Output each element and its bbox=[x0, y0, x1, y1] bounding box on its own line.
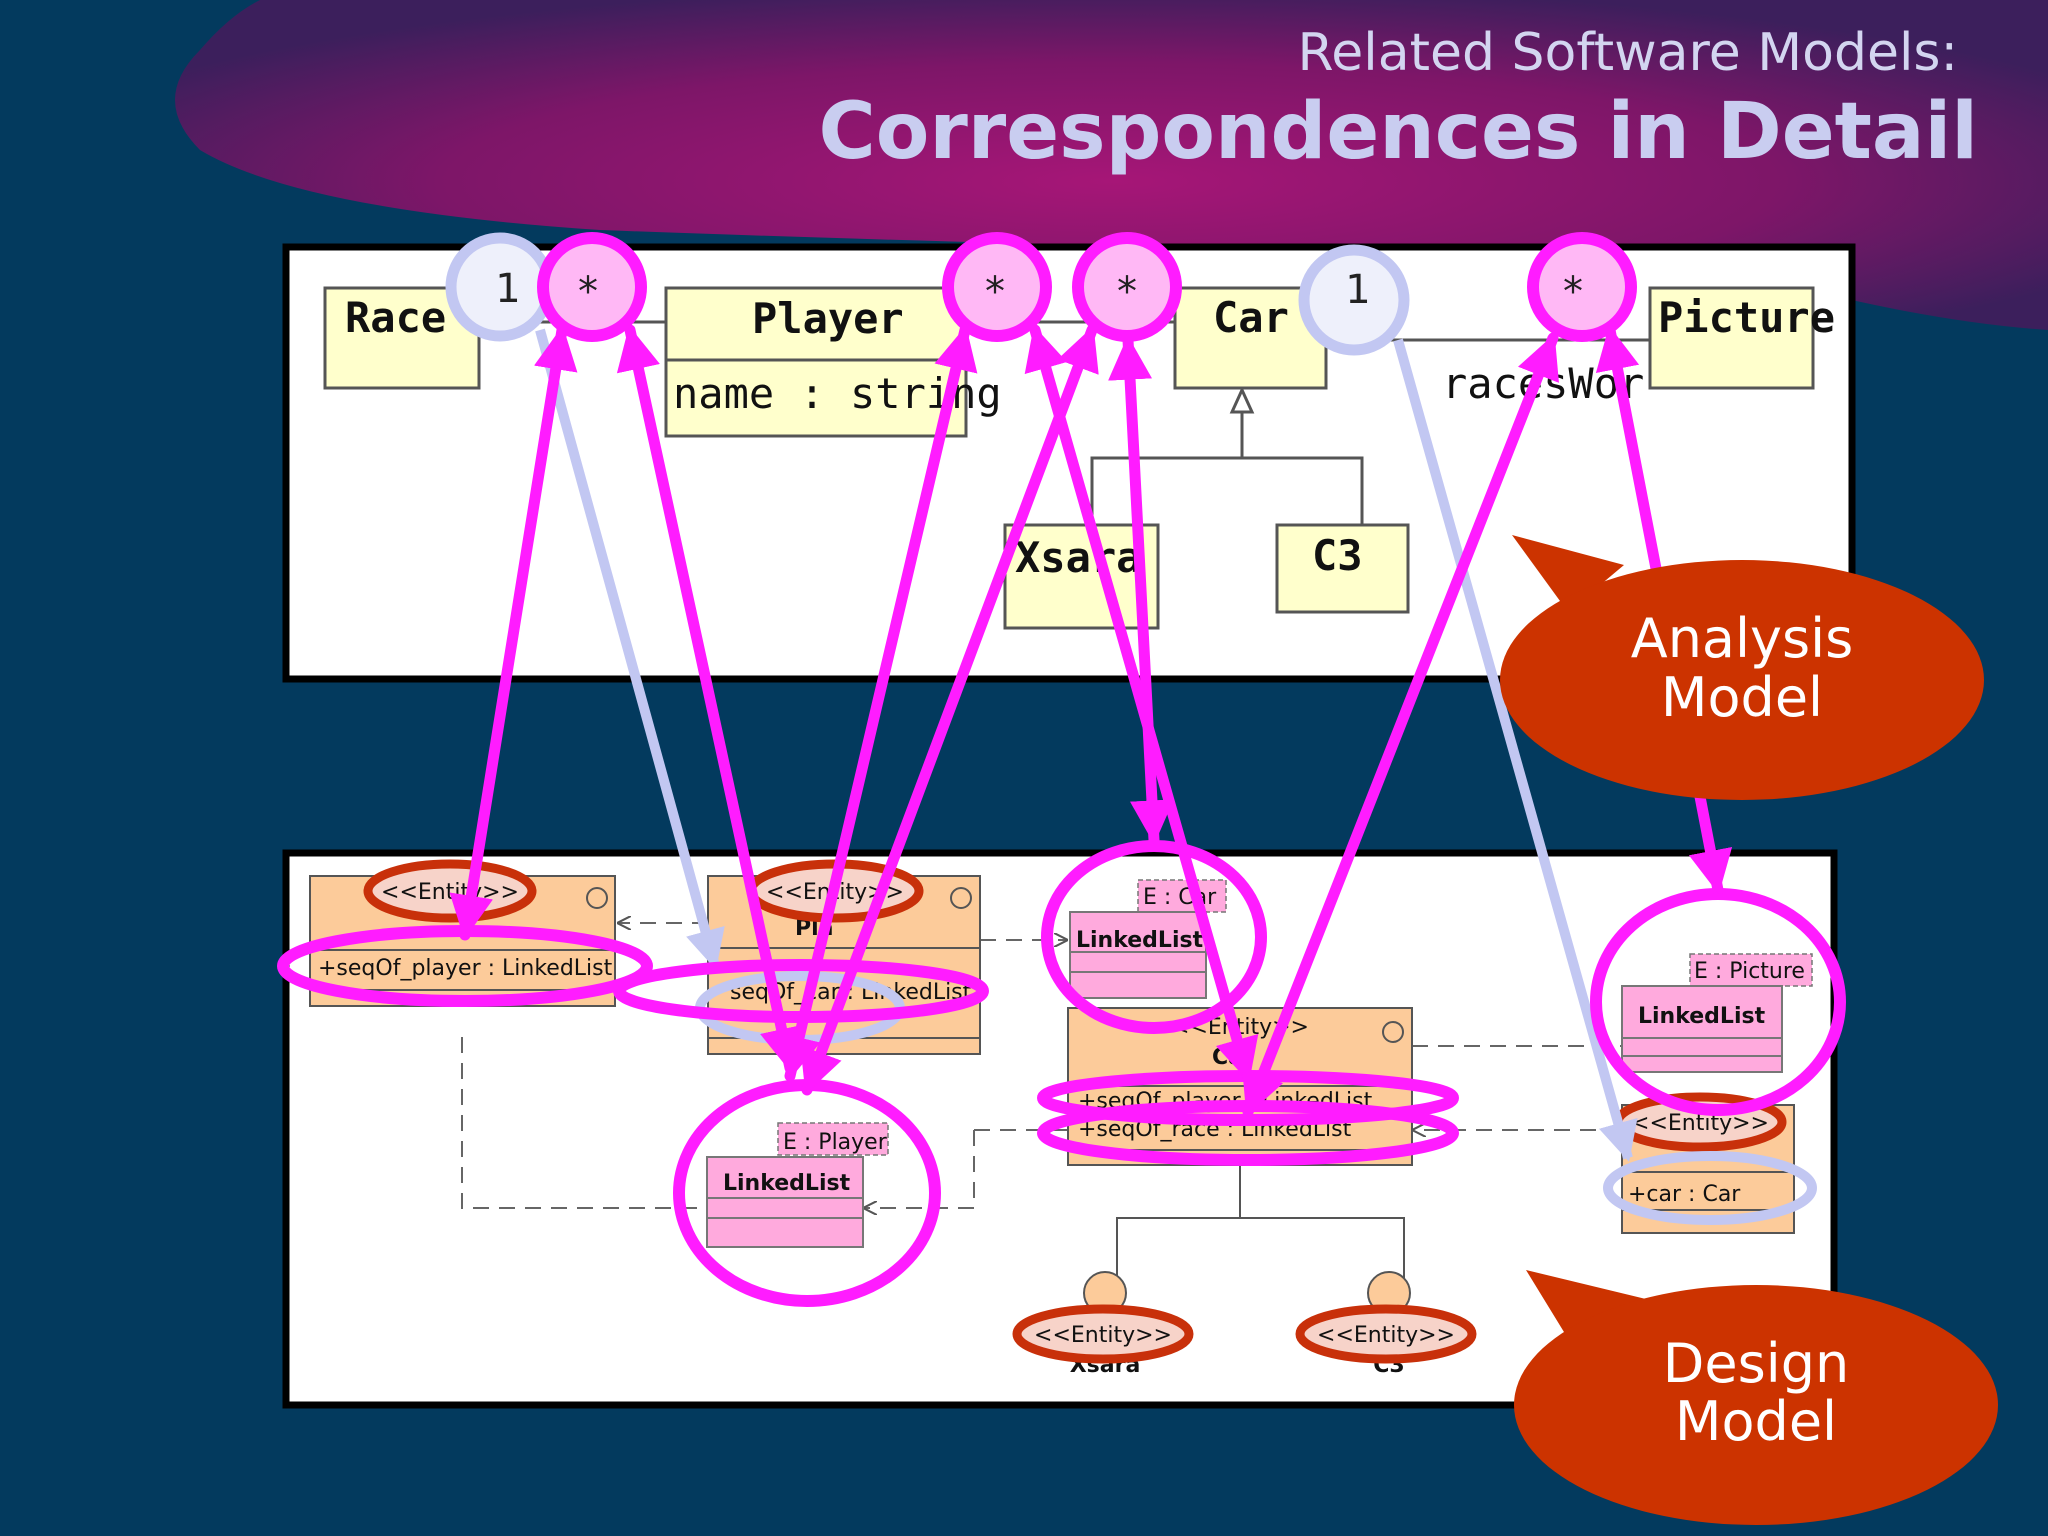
design-model-callout: Design Model bbox=[1514, 1270, 1998, 1525]
stereotype-label: <<Entity>> bbox=[1034, 1323, 1172, 1348]
multiplicity-value: * bbox=[1563, 269, 1583, 315]
entity-highlight-c3: <<Entity>> bbox=[1295, 1304, 1477, 1364]
template-parameter: E : Player bbox=[783, 1130, 888, 1155]
race-attribute: +seqOf_player : LinkedList bbox=[318, 956, 613, 981]
stereotype-label: <<Entity>> bbox=[1631, 1111, 1769, 1136]
linkedlist-picture[interactable]: E : Picture LinkedList bbox=[1621, 953, 1813, 1073]
class-name: C3 bbox=[1312, 531, 1363, 580]
linkedlist-label: LinkedList bbox=[1076, 928, 1204, 953]
class-name: Race bbox=[345, 293, 446, 342]
multiplicity-race-1: 1 bbox=[445, 232, 555, 342]
stereotype-label: <<Entity>> bbox=[1317, 1323, 1455, 1348]
class-name: Xsara bbox=[1015, 533, 1141, 582]
analysis-model-callout: Analysis Model bbox=[1500, 535, 1984, 800]
linkedlist-label: LinkedList bbox=[723, 1171, 851, 1196]
multiplicity-value: 1 bbox=[1345, 267, 1370, 313]
entity-highlight-race: <<Entity>> bbox=[363, 859, 537, 923]
multiplicity-car-star: * bbox=[1072, 232, 1182, 342]
picture-attribute: +car : Car bbox=[1628, 1182, 1741, 1207]
multiplicity-player-star: * bbox=[942, 232, 1052, 342]
multiplicity-race-star: * bbox=[537, 232, 647, 342]
multiplicity-value: * bbox=[985, 269, 1005, 315]
title-subtitle: Related Software Models: bbox=[1297, 23, 1958, 83]
template-parameter: E : Picture bbox=[1694, 959, 1805, 984]
callout-line-2: Model bbox=[1661, 666, 1823, 729]
callout-line-1: Analysis bbox=[1631, 607, 1854, 670]
multiplicity-value: * bbox=[1117, 269, 1137, 315]
multiplicity-markers: 1 * * * 1 * bbox=[445, 232, 1637, 356]
callout-line-1: Design bbox=[1663, 1332, 1849, 1395]
stereotype-label: <<Entity>> bbox=[381, 880, 519, 905]
multiplicity-value: 1 bbox=[495, 266, 520, 312]
linkedlist-player[interactable]: E : Player LinkedList bbox=[706, 1122, 889, 1248]
entity-highlight-picture: <<Entity>> bbox=[1613, 1092, 1787, 1152]
analysis-class-c3[interactable]: C3 bbox=[1275, 523, 1410, 614]
multiplicity-picture-star: * bbox=[1527, 232, 1637, 342]
multiplicity-car-1: 1 bbox=[1298, 244, 1410, 356]
analysis-class-picture[interactable]: Picture bbox=[1648, 286, 1835, 390]
linkedlist-label: LinkedList bbox=[1638, 1004, 1766, 1029]
page-title: Correspondences in Detail bbox=[819, 87, 1979, 177]
class-name: Car bbox=[1213, 293, 1289, 342]
class-name: Player bbox=[752, 294, 904, 343]
multiplicity-value: * bbox=[578, 269, 598, 315]
template-parameter: E : Car bbox=[1143, 885, 1217, 910]
class-name: Picture bbox=[1658, 293, 1835, 342]
entity-highlight-xsara: <<Entity>> bbox=[1012, 1304, 1194, 1364]
callout-line-2: Model bbox=[1675, 1390, 1837, 1453]
